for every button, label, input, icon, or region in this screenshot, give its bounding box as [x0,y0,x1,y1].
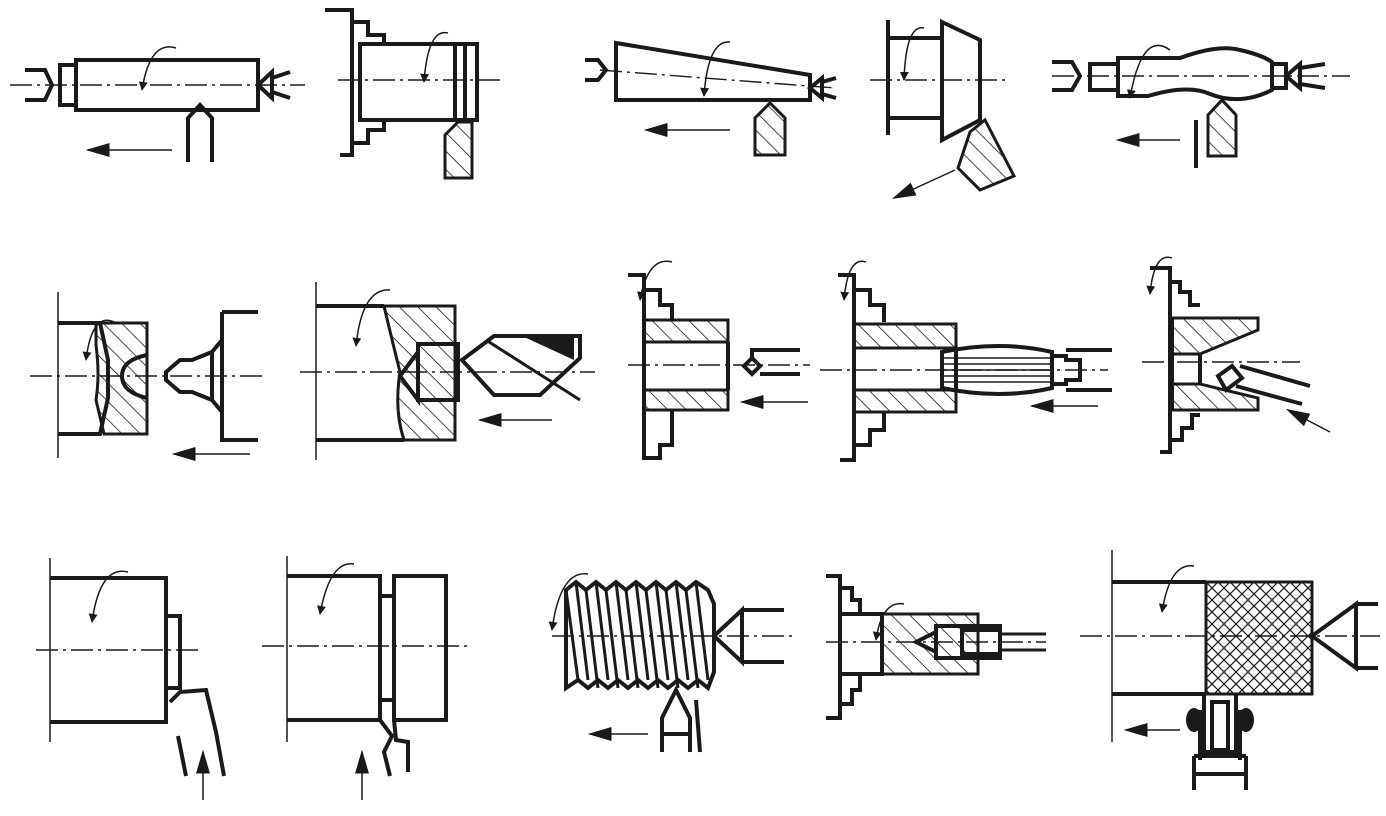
op-external-cylindrical-turning [10,46,305,162]
rotation-arrow-icon [899,27,925,81]
rotation-arrow-icon [352,289,391,347]
tailstock-center-icon [742,608,784,664]
rotation-arrow-icon [82,319,115,361]
cutting-tool-icon [753,100,787,157]
op-taper-turning [585,40,837,157]
rotation-arrow-icon [420,31,449,83]
rotation-arrow-icon [872,602,905,641]
rotation-arrow-icon [88,570,129,623]
rotation-arrow-icon [700,41,731,97]
rotation-arrow-icon [138,46,177,91]
rotation-arrow-icon [1126,44,1171,99]
feed-arrow-icon [1285,408,1331,433]
cutting-tool-icon [443,120,474,180]
knurling-tool-icon [1186,694,1254,790]
rotation-arrow-icon [1146,256,1173,295]
op-drilling [300,282,595,460]
op-reaming [820,260,1112,462]
rotation-arrow-icon [317,563,355,615]
chuck-jaw-icon [1150,266,1200,307]
op-form-turning [1052,44,1350,168]
op-center-drilling [30,292,265,461]
parting-tool-icon [378,708,410,777]
op-tapping [826,574,1046,720]
op-boring [628,260,810,460]
op-conical-turning-with-angled-tool [870,18,1017,200]
rotation-arrow-icon [840,260,867,301]
rotation-arrow-icon [548,573,589,631]
cutting-tool-icon [186,102,214,162]
op-grooving [36,558,226,800]
cutting-tool-icon [956,117,1017,192]
threading-tool-icon [660,685,692,752]
op-thread-cutting [548,573,796,753]
chuck-jaw-icon [325,8,386,44]
cutting-tool-icon [1206,97,1238,158]
op-facing-in-chuck [325,8,500,180]
tap-icon [960,628,1002,656]
chuck-jaw-icon [838,273,886,322]
feed-arrow-icon [891,169,956,200]
rotation-arrow-icon [637,260,673,301]
op-parting-off [262,556,470,800]
rotation-arrow-icon [1158,565,1195,613]
chuck-jaw-icon [826,574,862,614]
chuck-jaw-icon [628,273,674,320]
op-internal-taper-boring [1142,256,1331,454]
twist-drill-icon [459,334,582,397]
op-knurling [1080,550,1380,790]
cutting-tool-icon [168,687,226,777]
boring-bar-icon [1215,363,1245,393]
boring-bar-icon [741,355,763,377]
reamer-icon [940,344,1054,396]
